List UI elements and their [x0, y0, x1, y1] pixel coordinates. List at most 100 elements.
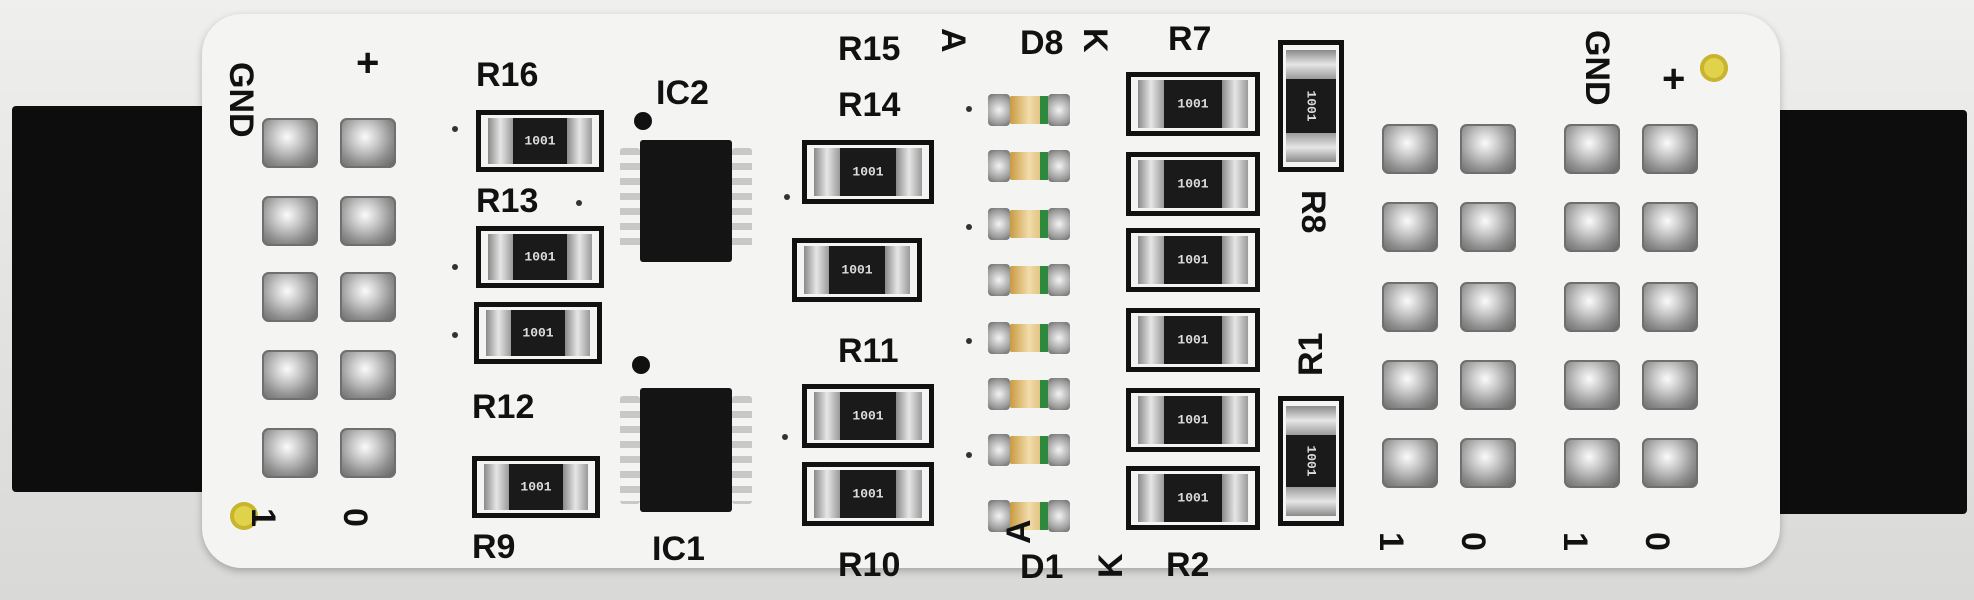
solder-pad — [1642, 360, 1698, 410]
label-1-left: 1 — [244, 508, 282, 527]
solder-pad — [1564, 438, 1620, 488]
resistor-code-r16: 1001 — [524, 133, 556, 149]
label-r9: R9 — [472, 528, 516, 566]
resistor-outline-r7 — [1126, 72, 1260, 136]
label-d8: D8 — [1020, 24, 1064, 62]
solder-pad — [1382, 438, 1438, 488]
resistor-code-r3: 1001 — [1177, 412, 1209, 428]
solder-pad — [1460, 438, 1516, 488]
resistor-outline-r10 — [802, 462, 934, 526]
resistor-r3: 1001 — [1138, 396, 1248, 444]
resistor-r14: 1001 — [814, 148, 922, 196]
mounting-hole-bottom-left — [230, 502, 258, 530]
resistor-outline-r13 — [476, 226, 604, 288]
resistor-r11: 1001 — [814, 392, 922, 440]
solder-pad — [340, 428, 396, 478]
via — [966, 106, 972, 112]
label-gnd-left: GND — [222, 62, 260, 138]
label-ic1: IC1 — [652, 530, 705, 568]
resistor-outline-r6 — [1126, 152, 1260, 216]
resistor-r15: 1001 — [804, 246, 910, 294]
solder-pad — [262, 350, 318, 400]
resistor-r6: 1001 — [1138, 160, 1248, 208]
label-gnd-right: GND — [1578, 30, 1616, 106]
label-d1: D1 — [1020, 548, 1064, 586]
label-d8-cathode: K — [1076, 28, 1114, 53]
resistor-outline-r3 — [1126, 388, 1260, 452]
resistor-r9: 1001 — [484, 464, 588, 510]
resistor-code-r6: 1001 — [1177, 176, 1209, 192]
label-r13: R13 — [476, 182, 539, 220]
right-pin-header — [1775, 110, 1967, 514]
label-0-right-b: 0 — [1638, 532, 1676, 551]
solder-pad — [1460, 202, 1516, 252]
solder-pad — [1564, 124, 1620, 174]
resistor-code-r2: 1001 — [1177, 490, 1209, 506]
solder-pad — [1382, 282, 1438, 332]
led-d7 — [988, 148, 1070, 184]
label-d1-anode: A — [1000, 519, 1038, 544]
resistor-outline-r1 — [1278, 396, 1344, 526]
label-r16: R16 — [476, 56, 539, 94]
via — [576, 200, 582, 206]
label-r1: R1 — [1292, 332, 1330, 376]
via — [452, 332, 458, 338]
solder-pad — [1642, 124, 1698, 174]
via — [452, 126, 458, 132]
resistor-r8: 1001 — [1286, 50, 1336, 162]
resistor-outline-r2 — [1126, 466, 1260, 530]
label-r12: R12 — [472, 388, 535, 426]
ic2-pin1-marker — [634, 112, 652, 130]
label-r15: R15 — [838, 30, 901, 68]
label-plus-right: + — [1662, 57, 1686, 101]
label-1-right-b: 1 — [1556, 532, 1594, 551]
solder-pad — [1564, 202, 1620, 252]
label-r2: R2 — [1166, 546, 1210, 584]
resistor-code-r10: 1001 — [852, 486, 884, 502]
solder-pad — [340, 272, 396, 322]
label-r14: R14 — [838, 86, 901, 124]
left-pin-header — [12, 106, 212, 492]
led-d1 — [988, 498, 1070, 534]
solder-pad — [1382, 202, 1438, 252]
resistor-r10: 1001 — [814, 470, 922, 518]
led-d8 — [988, 92, 1070, 128]
resistor-r16: 1001 — [488, 118, 592, 164]
ic1-chip — [640, 388, 732, 512]
resistor-code-r4: 1001 — [1177, 332, 1209, 348]
resistor-code-r7: 1001 — [1177, 96, 1209, 112]
solder-pad — [340, 118, 396, 168]
resistor-outline-r14 — [802, 140, 934, 204]
resistor-outline-r4 — [1126, 308, 1260, 372]
label-1-right-a: 1 — [1372, 532, 1410, 551]
label-r8: R8 — [1294, 190, 1332, 234]
solder-pad — [262, 196, 318, 246]
solder-pad — [1564, 282, 1620, 332]
solder-pad — [340, 350, 396, 400]
resistor-outline-r12 — [474, 302, 602, 364]
resistor-code-r9: 1001 — [520, 479, 552, 495]
solder-pad — [262, 272, 318, 322]
solder-pad — [1564, 360, 1620, 410]
label-d1-cathode: K — [1092, 553, 1130, 578]
resistor-r12: 1001 — [486, 310, 590, 356]
led-d3 — [988, 376, 1070, 412]
solder-pad — [1642, 282, 1698, 332]
led-d4 — [988, 320, 1070, 356]
resistor-outline-r9 — [472, 456, 600, 518]
resistor-code-r8: 1001 — [1303, 90, 1319, 122]
resistor-code-r12: 1001 — [522, 325, 554, 341]
label-d8-anode: A — [934, 28, 972, 53]
ic2-pins-right — [732, 148, 752, 252]
led-d5 — [988, 262, 1070, 298]
solder-pad — [262, 428, 318, 478]
resistor-code-r11: 1001 — [852, 408, 884, 424]
resistor-outline-r8 — [1278, 40, 1344, 172]
via — [966, 224, 972, 230]
label-0-right-a: 0 — [1454, 532, 1492, 551]
ic1-pins-right — [732, 396, 752, 504]
resistor-code-r14: 1001 — [852, 164, 884, 180]
resistor-r1: 1001 — [1286, 406, 1336, 516]
via — [966, 452, 972, 458]
